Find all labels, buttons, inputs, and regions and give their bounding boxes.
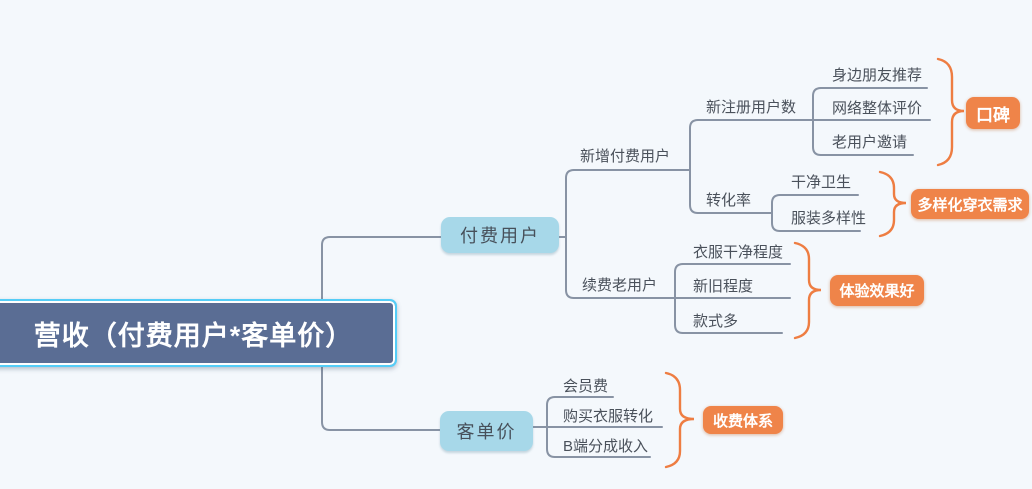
- label-clean-hygienic[interactable]: 干净卫生: [791, 174, 852, 191]
- label-b-side-revenue[interactable]: B端分成收入: [563, 438, 649, 455]
- label-friend-recommendation[interactable]: 身边朋友推荐: [832, 67, 923, 84]
- label-newness-level[interactable]: 新旧程度: [693, 278, 754, 295]
- label-membership-fee[interactable]: 会员费: [563, 378, 609, 395]
- topic-arpu[interactable]: 客单价: [440, 411, 533, 451]
- label-clothes-cleanliness[interactable]: 衣服干净程度: [693, 244, 784, 261]
- label-online-reviews[interactable]: 网络整体评价: [832, 100, 923, 117]
- label-conversion-rate[interactable]: 转化率: [706, 192, 752, 209]
- label-renewing-users[interactable]: 续费老用户: [582, 277, 658, 294]
- topic-paying-users[interactable]: 付费用户: [441, 217, 559, 253]
- label-many-styles[interactable]: 款式多: [693, 313, 739, 330]
- summary-good-experience[interactable]: 体验效果好: [830, 275, 924, 306]
- label-purchase-conversion[interactable]: 购买衣服转化: [563, 408, 654, 425]
- summary-word-of-mouth[interactable]: 口碑: [966, 97, 1020, 129]
- label-new-registered-users[interactable]: 新注册用户数: [706, 99, 797, 116]
- root-topic[interactable]: 营收（付费用户*客单价）: [0, 299, 397, 367]
- summary-diverse-clothing-needs[interactable]: 多样化穿衣需求: [911, 189, 1029, 219]
- summary-fee-system[interactable]: 收费体系: [703, 406, 783, 434]
- summary-braces: [664, 57, 965, 469]
- label-new-paying-users[interactable]: 新增付费用户: [580, 148, 671, 165]
- branch-lines: [321, 87, 931, 458]
- label-clothing-variety[interactable]: 服装多样性: [791, 210, 867, 227]
- label-old-user-invitation[interactable]: 老用户邀请: [832, 134, 908, 151]
